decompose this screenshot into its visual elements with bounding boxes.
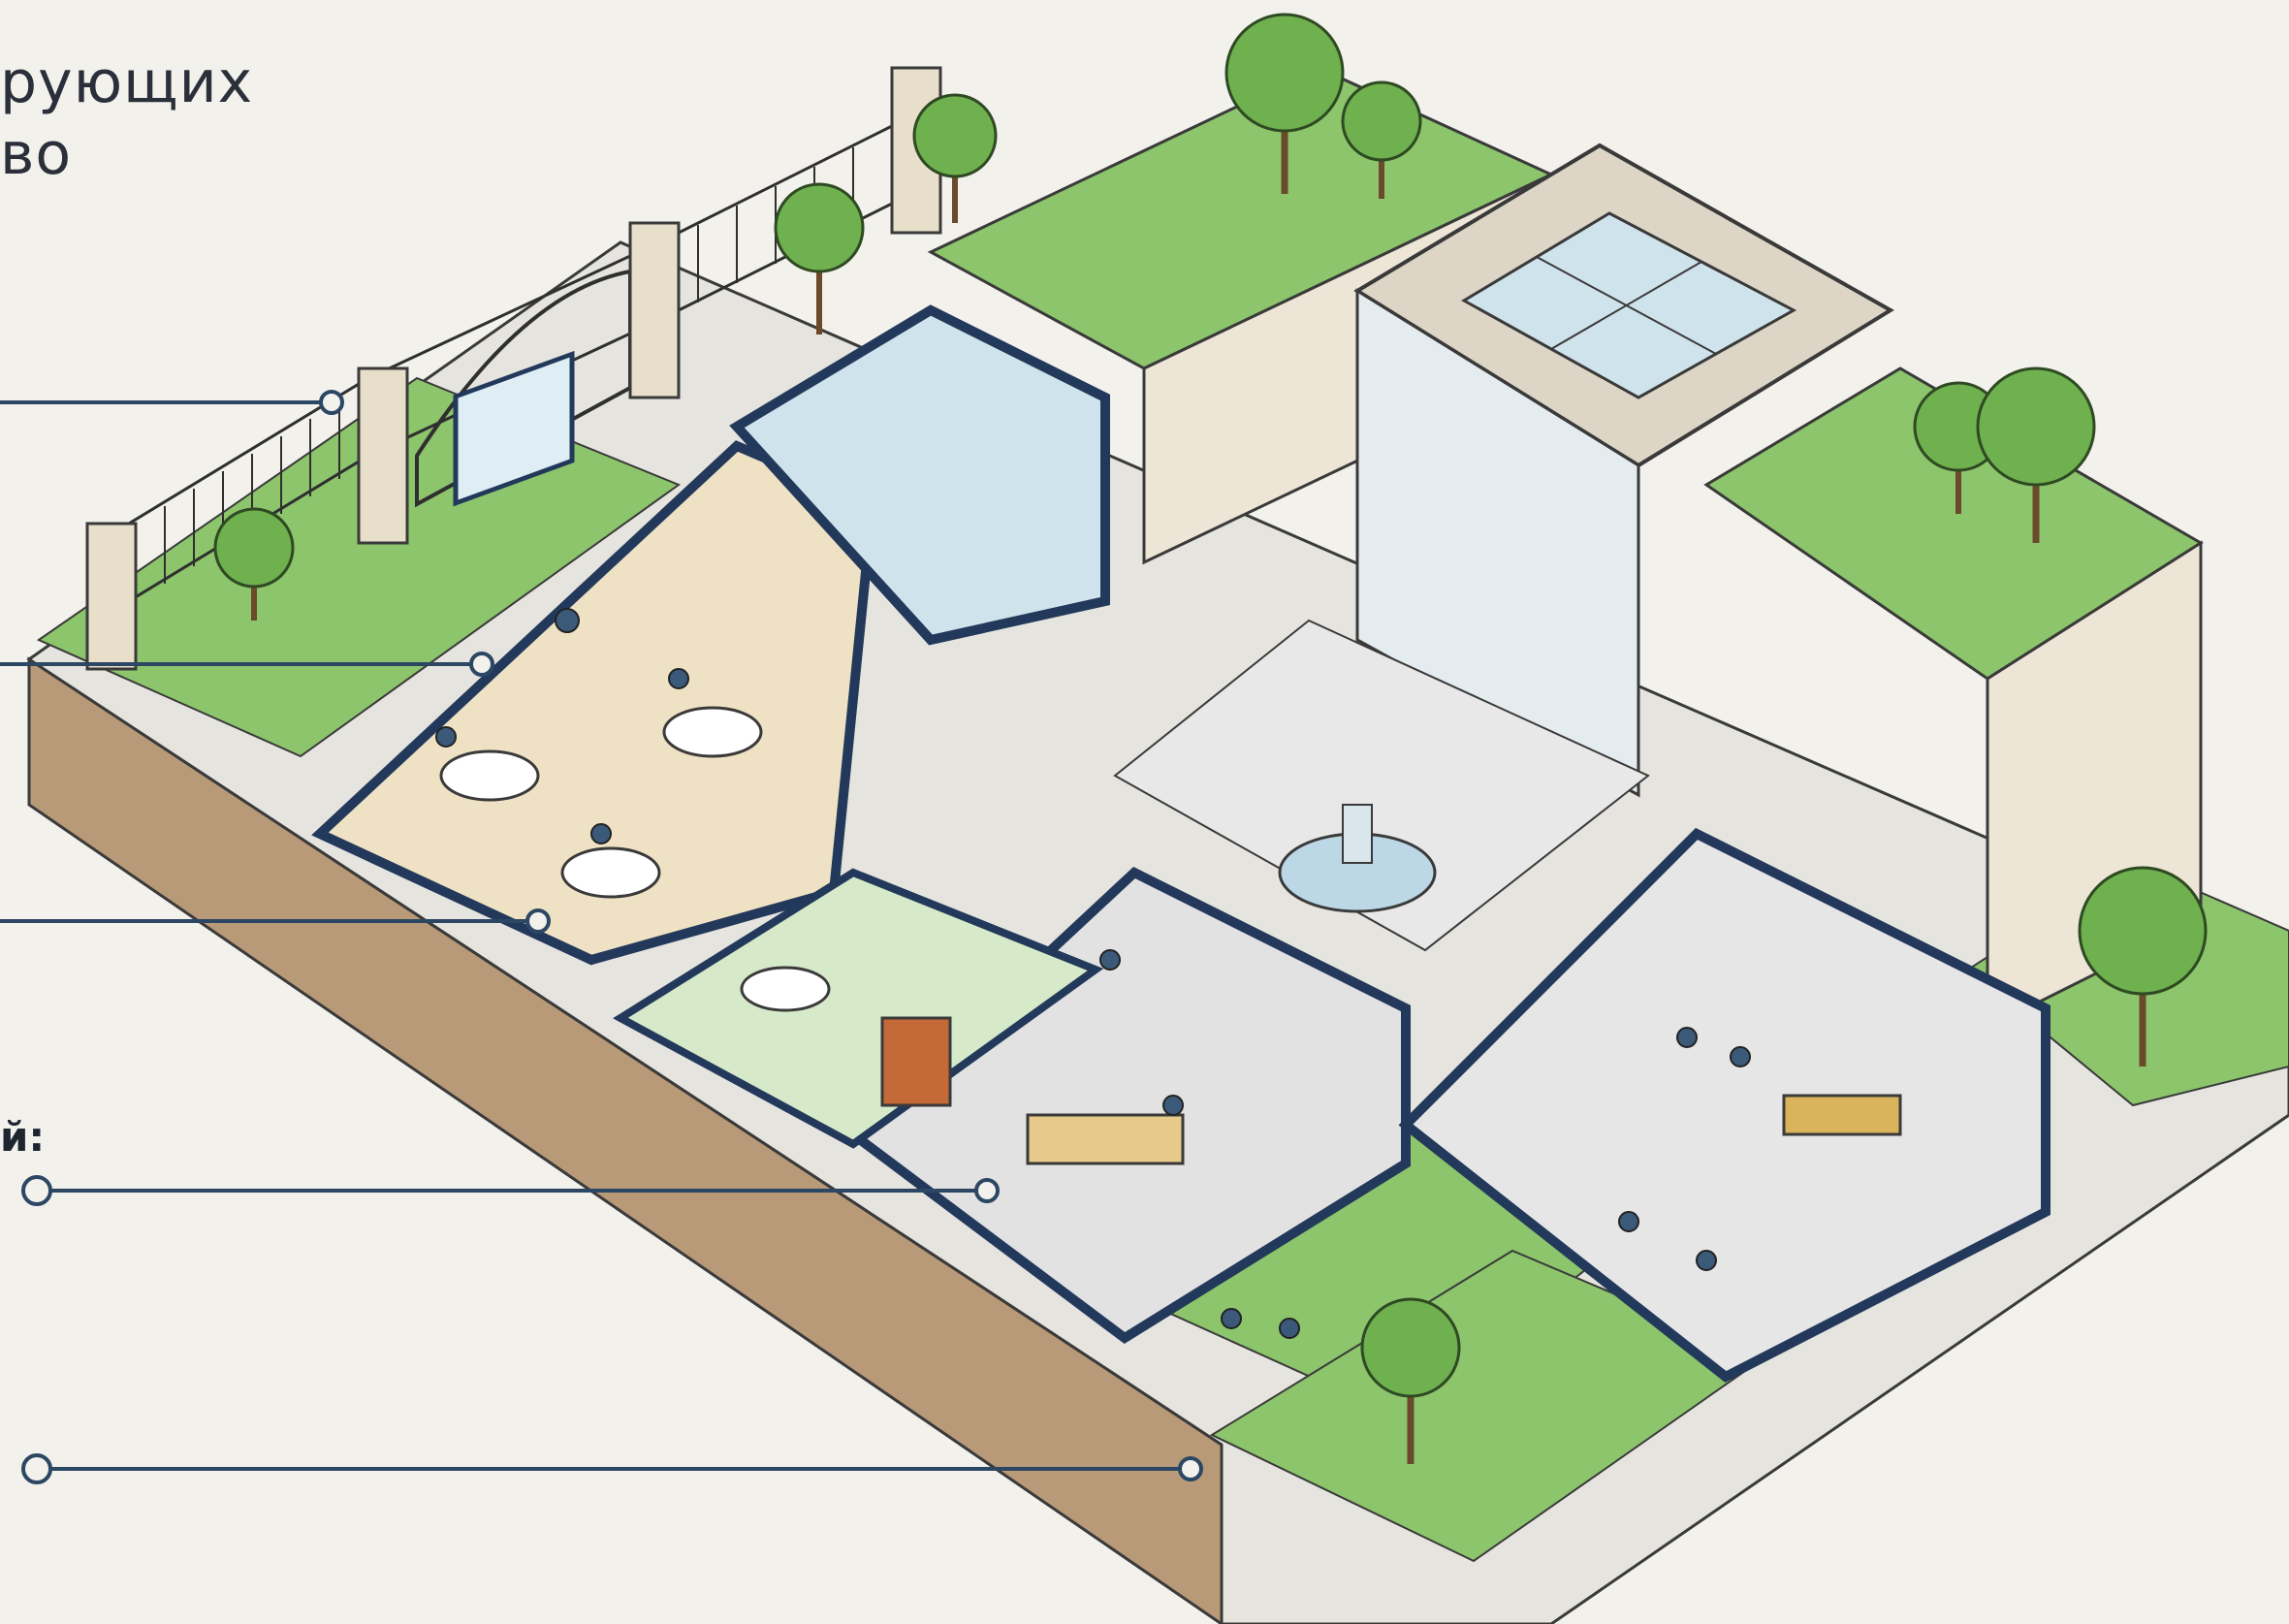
tree — [774, 182, 865, 334]
callout-dot — [469, 652, 494, 677]
bench — [1782, 1094, 1902, 1136]
person — [435, 726, 457, 748]
round-tables — [439, 706, 831, 1012]
callout-dot — [974, 1178, 1000, 1203]
person — [668, 668, 689, 689]
table — [740, 966, 831, 1012]
callout-leaders — [0, 400, 1181, 1471]
heading-line-1: рующих — [0, 48, 254, 116]
tree — [213, 507, 295, 621]
person — [1279, 1318, 1300, 1339]
restroom-floor — [729, 304, 1110, 646]
heading-fragment: рующих во — [0, 47, 253, 190]
callout-dot — [1178, 1456, 1203, 1481]
person — [555, 608, 580, 633]
callout-dot — [319, 390, 344, 415]
callout-label-fragment: й: — [0, 1113, 46, 1161]
person — [1099, 949, 1121, 971]
person — [1696, 1250, 1717, 1271]
tree — [1224, 13, 1345, 194]
classroom-floor — [311, 440, 878, 966]
callout-dot — [21, 1175, 52, 1206]
fountain-column — [1342, 804, 1373, 864]
heading-line-2: во — [0, 120, 73, 188]
central-tower-facade — [1355, 288, 1640, 798]
table — [439, 749, 540, 802]
person — [590, 823, 612, 844]
tree — [1360, 1297, 1461, 1464]
tree — [1913, 381, 2004, 514]
skylight-grid — [1536, 256, 1717, 355]
3d-printer — [880, 1016, 952, 1107]
person — [1676, 1027, 1698, 1048]
person — [1618, 1211, 1639, 1232]
hallway-floor — [613, 868, 1104, 1149]
tree — [2078, 866, 2208, 1067]
tree — [912, 93, 998, 223]
workbench — [1026, 1113, 1185, 1165]
table — [560, 846, 661, 899]
person — [1730, 1046, 1751, 1067]
people — [435, 608, 1751, 1339]
tree — [1341, 80, 1422, 199]
makerspace-floor — [845, 866, 1411, 1345]
garden-patio — [1398, 827, 2051, 1383]
person — [1221, 1308, 1242, 1329]
callout-dot — [525, 908, 551, 934]
tree — [1976, 366, 2096, 543]
person — [1162, 1095, 1184, 1116]
whiteboard — [453, 350, 575, 507]
trees — [213, 13, 2208, 1464]
callout-dot — [21, 1453, 52, 1484]
table — [662, 706, 763, 758]
callout-markers — [21, 390, 1203, 1484]
